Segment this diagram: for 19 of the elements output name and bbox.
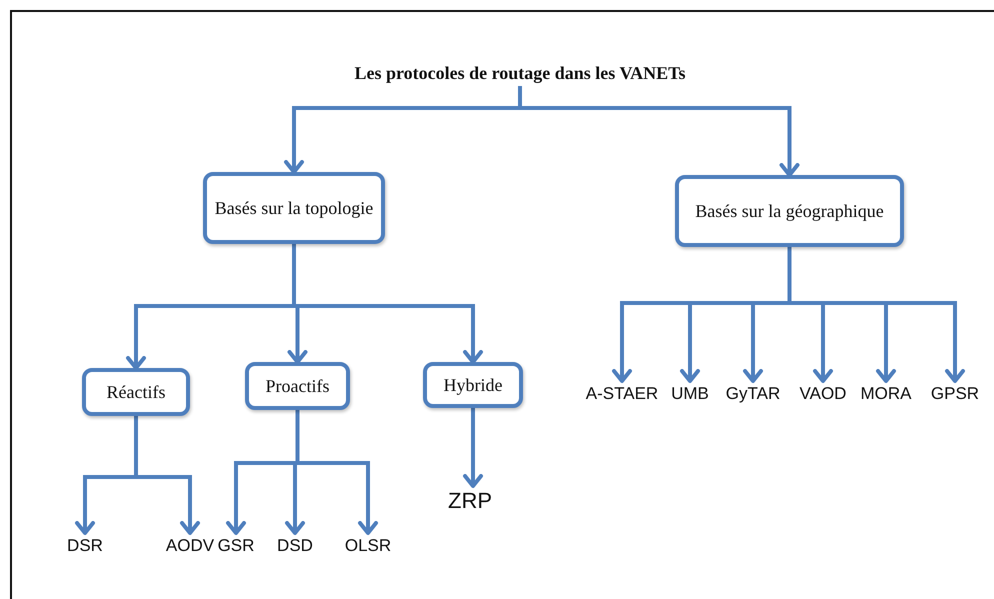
protocol-label: A-STAER [580,381,664,407]
protocol-label: AODV [160,533,220,559]
protocol-label: OLSR [336,533,400,559]
protocol-label: VAOD [790,381,856,407]
rounded-box: Hybride [423,362,523,408]
protocol-label: DSR [55,533,115,559]
rounded-box: Proactifs [245,362,350,410]
arrow [463,408,483,488]
protocol-label: MORA [853,381,919,407]
rounded-box: Réactifs [82,368,190,416]
protocol-label: ZRP [440,486,500,516]
rounded-box: Basés sur la géographique [675,175,904,247]
arrow [518,86,800,177]
protocol-label: GPSR [924,381,986,407]
protocol-label: UMB [662,381,718,407]
protocol-label: DSD [267,533,323,559]
diagram-title: Les protocoles de routage dans les VANETs [330,60,710,86]
rounded-box: Basés sur la topologie [203,172,385,244]
protocol-label: GyTAR [720,381,786,407]
